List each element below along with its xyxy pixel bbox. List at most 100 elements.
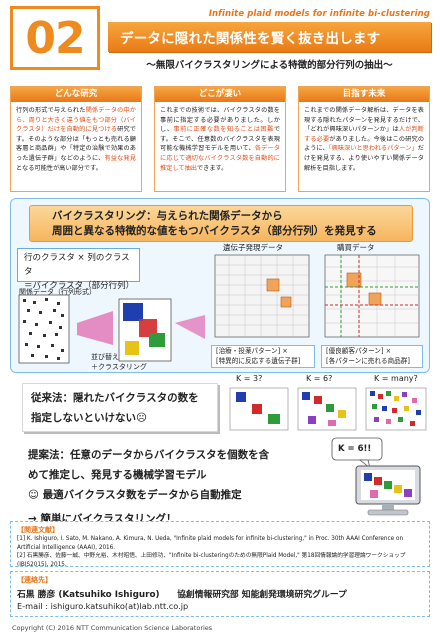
bicluster-red bbox=[139, 319, 157, 337]
copyright: Copyright (C) 2016 NTT Communication Sci… bbox=[12, 624, 213, 632]
column-heading: どこが凄い bbox=[155, 87, 285, 102]
poster-title: データに隠れた関係性を賢く抜き出します bbox=[120, 31, 381, 47]
emphasis-text: 関係データの中から、周りと大きく違う値をもつ部分（バイクラスタ）だけを自動的に見… bbox=[16, 107, 137, 134]
contact-heading: 【連絡先】 bbox=[17, 576, 52, 584]
conventional-method-box: 従来法：隠れたバイクラスタの数を 指定しないといけない☹ bbox=[22, 383, 218, 432]
emphasis-text: 「興味深いと思われるパターン」 bbox=[328, 145, 418, 153]
screen-block-2 bbox=[374, 477, 382, 485]
computer-illustration bbox=[331, 437, 421, 516]
body-text: だけを発見する、より使いやすい関係データ解析を目指します。 bbox=[304, 145, 424, 172]
references-heading: 【関連文献】 bbox=[17, 526, 59, 534]
k-label-3: K = 3? bbox=[236, 374, 263, 383]
transform-arrow bbox=[77, 311, 113, 345]
column-body: これまでの技術では、バイクラスタの数を事前に指定する必要がありました。しかし、事… bbox=[155, 102, 285, 177]
contact-name: 石黒 勝彦 (Katsuhiko Ishiguro) 協創情報研究部 知能創発環… bbox=[17, 590, 347, 600]
poster-number: 02 bbox=[25, 12, 85, 64]
monitor-stand bbox=[382, 504, 394, 510]
body-text: 行列の形式で与えられた bbox=[16, 107, 86, 114]
real-data-examples: 遺伝子発現データ 購買データ bbox=[209, 243, 423, 369]
contact-box: 【連絡先】 石黒 勝彦 (Katsuhiko Ishiguro) 協創情報研究部… bbox=[10, 571, 430, 617]
proposed-line-2: めて推定し、発見する機械学習モデル bbox=[28, 469, 207, 481]
bicluster-green bbox=[149, 333, 165, 347]
sort-caption: 並び替え ＋クラスタリング bbox=[91, 352, 147, 372]
gene-matrix-texture bbox=[215, 255, 309, 337]
biclustering-panel: バイクラスタリング：与えられた関係データから 周囲と異なる特徴的な値をもつバイク… bbox=[10, 198, 430, 373]
k6-block-1 bbox=[302, 392, 310, 400]
gene-legend-line-1: [治療・投薬パターン] × bbox=[216, 347, 288, 355]
biclustering-definition: バイクラスタリング：与えられた関係データから 周囲と異なる特徴的な値をもつバイク… bbox=[29, 205, 413, 242]
references-box: 【関連文献】 [1] K. Ishiguro, I. Sato, M. Naka… bbox=[10, 521, 430, 568]
k-label-6: K = 6? bbox=[306, 374, 333, 383]
reference-item: [2] 石黒勝彦、佐藤一誠、中野允裕、木村昭悟、上田修功、"Infinite b… bbox=[17, 553, 406, 568]
k3-block-green bbox=[268, 414, 280, 424]
raw-matrix-dots bbox=[23, 298, 64, 360]
poster-number-box: 02 bbox=[10, 6, 100, 70]
emphasis-text: 事前に正確な数を知ることは困難 bbox=[173, 126, 274, 134]
proposed-line-1: 提案法：任意のデータからバイクラスタを個数を含 bbox=[28, 449, 270, 461]
gene-matrix bbox=[214, 254, 310, 338]
emphasis-text: 人が判断する必要 bbox=[304, 126, 424, 143]
bicluster-yellow bbox=[125, 341, 139, 355]
keyboard bbox=[367, 509, 409, 516]
emphasis-text: 有益な発見 bbox=[104, 154, 136, 162]
screen-block-1 bbox=[364, 473, 372, 481]
purchase-bicluster-1 bbox=[346, 272, 362, 288]
formula-line-1: 行のクラスタ × 列のクラスタ bbox=[24, 253, 130, 277]
speech-bubble bbox=[331, 437, 383, 461]
gene-data-title: 遺伝子発現データ bbox=[223, 243, 283, 252]
column-what-research: どんな研究 行列の形式で与えられた関係データの中から、周りと大きく違う値をもつ部… bbox=[10, 86, 142, 192]
body-text: これまでの関係データ解析は、データを表現する隠れたパターンを発見するだけで、「ど… bbox=[304, 107, 424, 134]
body-text: です。そこで、任意数のバイクラスタを表現可能な機械学習モデルを用いて、 bbox=[160, 126, 281, 153]
column-what-great: どこが凄い これまでの技術では、バイクラスタの数を事前に指定する必要がありました… bbox=[154, 86, 286, 192]
real-data-matrices bbox=[214, 254, 420, 338]
purchase-legend: [優良顧客パターン] × [各パターンに売れる商品群] bbox=[321, 345, 423, 368]
gene-legend: [治療・投薬パターン] × [特異的に反応する遺伝子群] bbox=[211, 345, 315, 368]
conventional-line-1: 従来法：隠れたバイクラスタの数を bbox=[31, 392, 199, 404]
body-text: これまでの技術では、バイクラスタの数を事前に指定する必要がありました。しかし、 bbox=[160, 107, 280, 134]
definition-line-2: 周囲と異なる特徴的な値をもつバイクラスタ（部分行列）を発見する bbox=[52, 225, 377, 237]
body-text: できます。 bbox=[196, 164, 228, 172]
k3-block-red bbox=[252, 404, 262, 414]
contact-email: E-mail : ishiguro.katsuhiko(at)lab.ntt.c… bbox=[17, 601, 189, 611]
emphasis-text: 各データに応じて適切なバイクラスタ数を自動的に推定して抽出 bbox=[160, 145, 281, 172]
gene-bicluster-1 bbox=[266, 278, 280, 292]
poster-subtitle: ～無限バイクラスタリングによる特徴的部分行列の抽出～ bbox=[146, 60, 393, 71]
k3-block-blue bbox=[236, 392, 246, 402]
definition-line-1: バイクラスタリング：与えられた関係データから bbox=[52, 210, 283, 222]
body-text: となる可能性が高い部分です。 bbox=[16, 164, 102, 172]
gene-bicluster-2 bbox=[280, 296, 292, 308]
screen-block-5 bbox=[404, 489, 412, 497]
screen-block-4 bbox=[394, 485, 402, 493]
zoom-arrow bbox=[175, 315, 205, 339]
k-candidate-matrices bbox=[229, 387, 427, 431]
kmany-blocks bbox=[370, 391, 421, 426]
purchase-legend-line-2: [各パターンに売れる商品群] bbox=[326, 356, 410, 365]
bicluster-blue bbox=[123, 303, 143, 321]
gene-legend-line-2: [特異的に反応する遺伝子群] bbox=[216, 356, 301, 365]
pc-k-label: K = 6!! bbox=[338, 444, 372, 454]
k6-block-5 bbox=[308, 416, 316, 424]
proposed-line-3: ☺ 最適バイクラスタ数をデータから自動推定 bbox=[28, 489, 242, 501]
reference-item: [1] K. Ishiguro, I. Sato, M. Nakano, A. … bbox=[17, 536, 404, 551]
column-heading: どんな研究 bbox=[11, 87, 141, 102]
k-label-many: K = many? bbox=[374, 374, 418, 383]
k6-block-4 bbox=[338, 410, 346, 418]
column-body: これまでの関係データ解析は、データを表現する隠れたパターンを発見するだけで、「ど… bbox=[299, 102, 429, 177]
purchase-legend-line-1: [優良顧客パターン] × bbox=[326, 347, 392, 355]
screen-block-3 bbox=[384, 481, 392, 489]
relation-matrix-illustration bbox=[18, 294, 205, 364]
body-text: 研究です。そのような部分は「もっとも売れる顧客層と商品群」や「特定の治験で効果の… bbox=[16, 126, 136, 162]
bicluster-formula: 行のクラスタ × 列のクラスタ ＝バイクラスタ（部分行列） bbox=[17, 248, 140, 291]
poster-project-title: Infinite plaid models for infinite bi-cl… bbox=[208, 9, 430, 19]
purchase-data-title: 購買データ bbox=[337, 243, 375, 252]
proposed-method-box: 提案法：任意のデータからバイクラスタを個数を含 めて推定し、発見する機械学習モデ… bbox=[22, 443, 322, 511]
screen-block-6 bbox=[370, 490, 378, 498]
relation-matrix-label: 関係データ（行列形式） bbox=[19, 288, 96, 296]
purchase-bicluster-2 bbox=[368, 292, 382, 306]
column-body: 行列の形式で与えられた関係データの中から、周りと大きく違う値をもつ部分（バイクラ… bbox=[11, 102, 141, 177]
formula-line-2: ＝バイクラスタ（部分行列） bbox=[24, 281, 135, 291]
conventional-line-2: 指定しないといけない☹ bbox=[31, 412, 147, 424]
k6-block-3 bbox=[326, 404, 334, 412]
body-text: がありました。今後はこの研究のように、 bbox=[304, 135, 425, 153]
